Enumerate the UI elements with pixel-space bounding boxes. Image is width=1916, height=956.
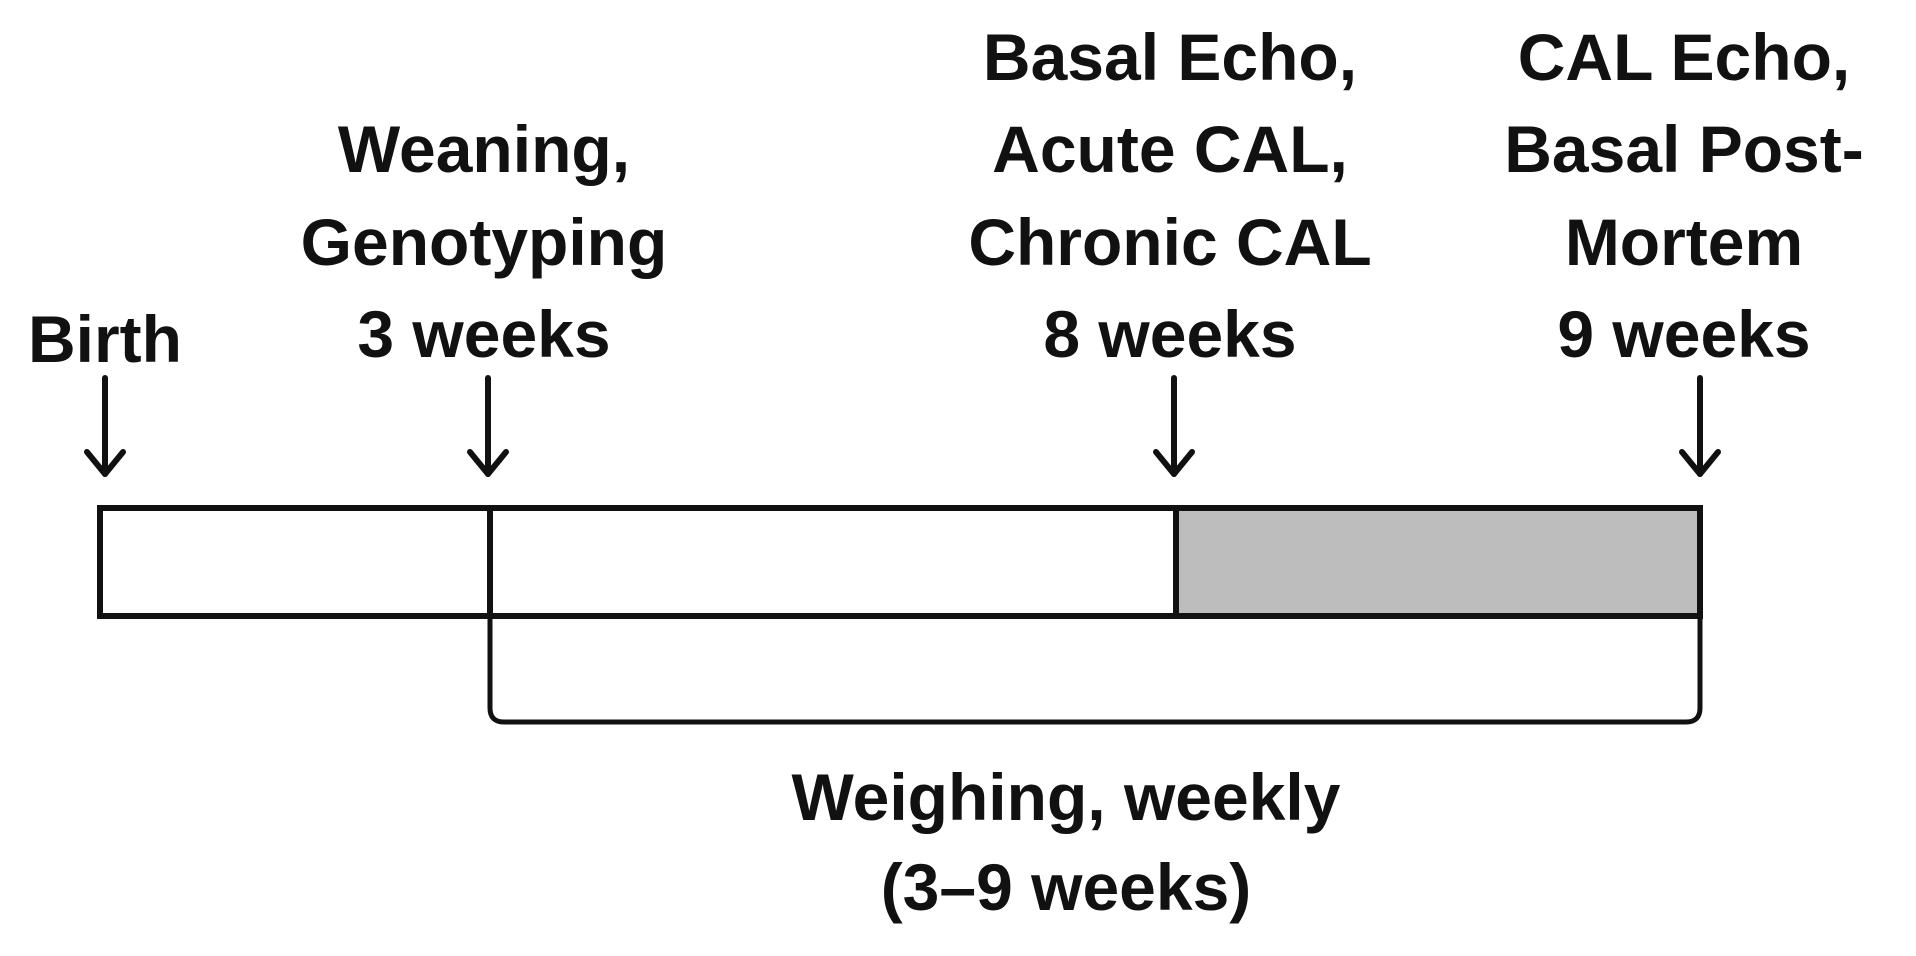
milestone-basal-echo: Basal Echo, Acute CAL, Chronic CAL 8 wee… (968, 20, 1372, 477)
timeline-segment-surgery-to-endpoint (1173, 505, 1703, 619)
milestone-basal-echo-label-line3: Chronic CAL (968, 205, 1371, 279)
milestone-weaning-label-line2: Genotyping (301, 205, 668, 279)
milestone-weaning-arrowhead (467, 449, 509, 477)
milestone-birth-arrowhead (84, 449, 126, 477)
milestone-cal-echo-label-line1: CAL Echo, (1518, 20, 1850, 94)
milestone-birth: Birth (28, 302, 182, 477)
milestone-weaning-label-line3: 3 weeks (357, 297, 610, 371)
timeline-bar (97, 505, 1703, 619)
milestone-cal-echo-label-line3: Mortem (1565, 205, 1803, 279)
milestone-weaning: Weaning, Genotyping 3 weeks (301, 112, 668, 477)
weighing-bracket-line (487, 616, 1703, 725)
milestone-cal-echo: CAL Echo, Basal Post- Mortem 9 weeks (1504, 20, 1864, 477)
milestone-cal-echo-label-line2: Basal Post- (1504, 112, 1863, 186)
milestone-weaning-label-line1: Weaning, (338, 112, 630, 186)
milestone-basal-echo-arrowhead (1153, 449, 1195, 477)
timeline-segment-birth-to-weaning (97, 505, 493, 619)
milestone-basal-echo-label-line2: Acute CAL, (992, 112, 1348, 186)
weighing-bracket: Weighing, weekly (3–9 weeks) (487, 616, 1703, 924)
milestone-basal-echo-label-line1: Basal Echo, (983, 20, 1357, 94)
weighing-bracket-label-line2: (3–9 weeks) (881, 850, 1252, 924)
milestone-cal-echo-arrowhead (1679, 449, 1721, 477)
timeline-segment-weaning-to-surgery (487, 505, 1179, 619)
milestone-birth-label: Birth (28, 302, 182, 376)
milestone-cal-echo-label-line4: 9 weeks (1557, 297, 1810, 371)
milestone-basal-echo-label-line4: 8 weeks (1043, 297, 1296, 371)
weighing-bracket-label-line1: Weighing, weekly (792, 760, 1341, 834)
